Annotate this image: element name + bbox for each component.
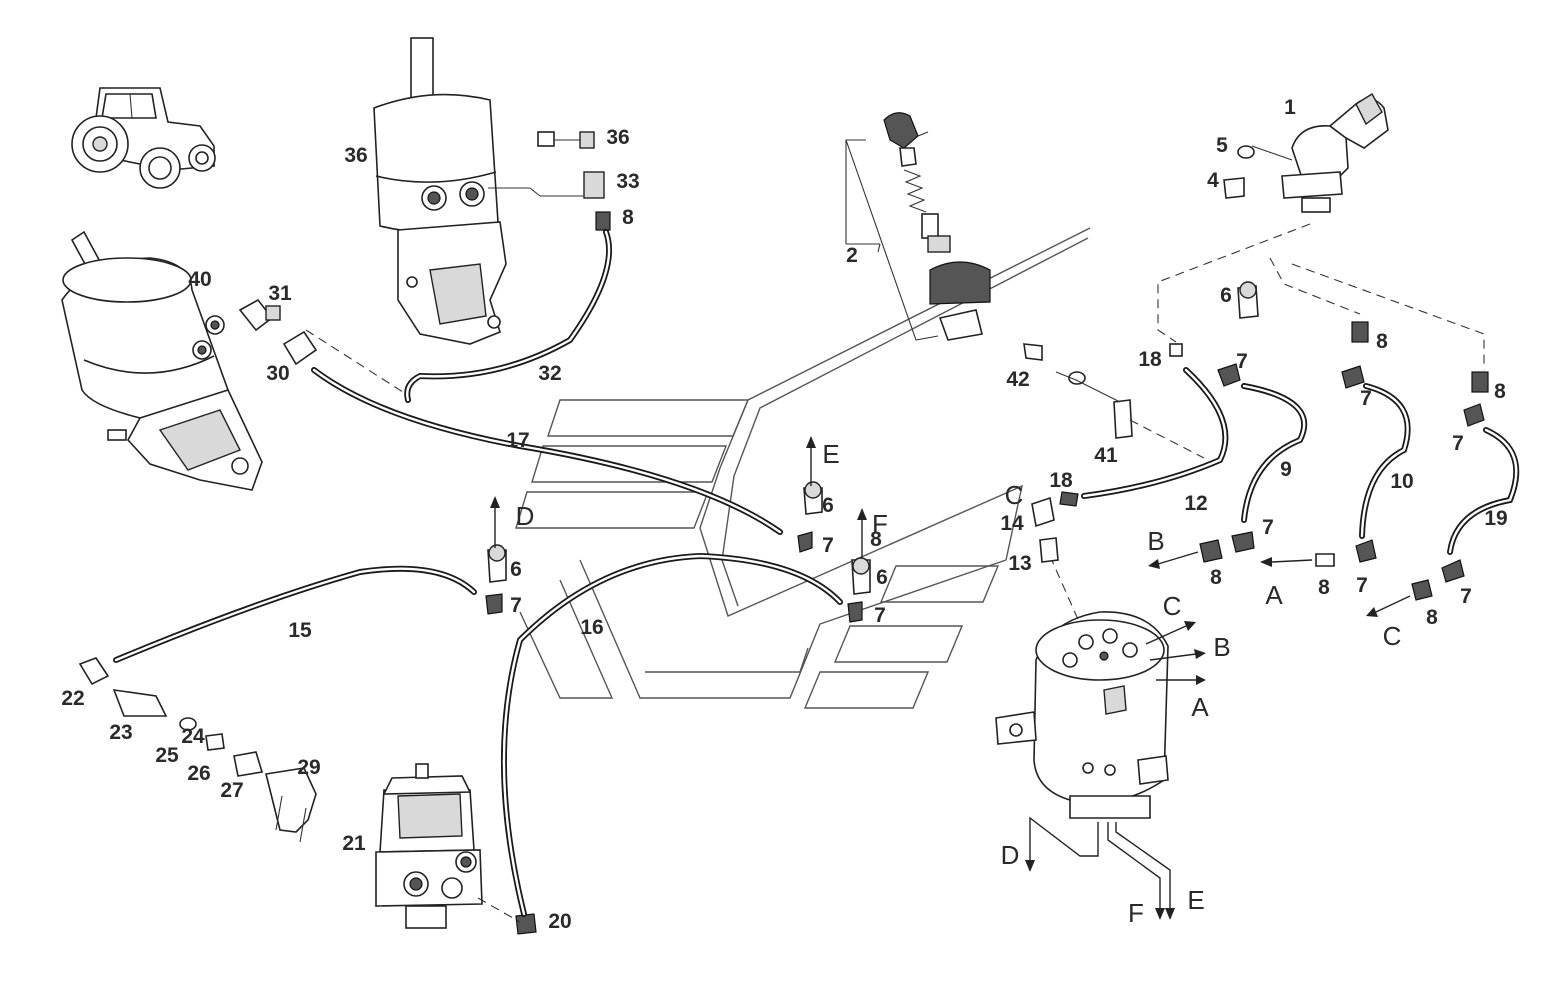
part-number-label: 7 — [1452, 432, 1464, 455]
part-number-label: 14 — [1000, 512, 1024, 535]
part-number-label: 19 — [1484, 507, 1507, 530]
part-number-label: 33 — [616, 170, 639, 193]
part-number-label: 8 — [1318, 576, 1330, 599]
flow-direction-label: C — [1005, 480, 1024, 510]
part-number-label: 2 — [846, 244, 858, 267]
leader-lines — [877, 223, 1485, 403]
flow-direction-label: E — [822, 439, 839, 469]
part-number-label: 7 — [1356, 574, 1368, 597]
hand-brake-valve — [1251, 93, 1389, 213]
part-number-label: 7 — [1360, 387, 1372, 410]
relay-valve — [375, 763, 483, 929]
flow-direction-label: A — [1265, 580, 1283, 610]
part-number-label: 7 — [510, 594, 522, 617]
part-number-label: 6 — [876, 566, 888, 589]
part-number-label: 26 — [187, 762, 210, 785]
part-number-label: 8 — [1376, 330, 1388, 353]
flow-direction-label: D — [1001, 840, 1020, 870]
part-number-label: 27 — [220, 779, 243, 802]
flow-direction-label: B — [1213, 632, 1230, 662]
part-number-label: 4 — [1207, 169, 1219, 192]
part-number-label: 1 — [1284, 96, 1296, 119]
part-number-label: 5 — [1216, 134, 1228, 157]
flow-direction-label: C — [1163, 591, 1182, 621]
flow-direction-label: D — [516, 501, 535, 531]
part-number-label: 42 — [1006, 368, 1029, 391]
part-number-label: 8 — [870, 528, 882, 551]
part-number-label: 7 — [822, 534, 834, 557]
part-number-label: 6 — [822, 494, 834, 517]
part-number-label: 32 — [538, 362, 561, 385]
part-number-label: 8 — [1426, 606, 1438, 629]
part-number-label: 40 — [188, 268, 211, 291]
fittings — [78, 131, 1489, 935]
part-number-label: 7 — [1236, 350, 1248, 373]
part-number-label: 21 — [342, 832, 366, 855]
part-number-label: 20 — [548, 910, 571, 933]
flow-direction-label: C — [1383, 621, 1402, 651]
flow-direction-label: F — [1128, 898, 1144, 928]
flow-direction-label: A — [1191, 692, 1209, 722]
part-number-label: 6 — [1220, 284, 1232, 307]
flow-direction-label: E — [1187, 885, 1204, 915]
part-number-label: 24 — [181, 725, 205, 748]
part-number-label: 41 — [1094, 444, 1118, 467]
part-number-label: 8 — [1494, 380, 1506, 403]
part-number-label: 23 — [109, 721, 132, 744]
part-number-label: 8 — [1210, 566, 1222, 589]
flow-arrows — [490, 436, 1411, 920]
part-number-label: 36 — [344, 144, 367, 167]
brake-chamber-left — [61, 230, 263, 491]
part-number-label: 30 — [266, 362, 289, 385]
part-number-label: 29 — [297, 756, 320, 779]
part-number-label: 10 — [1390, 470, 1413, 493]
part-number-label: 8 — [622, 206, 634, 229]
part-number-label: 16 — [580, 616, 603, 639]
part-number-label: 9 — [1280, 458, 1292, 481]
hoses — [113, 229, 1520, 917]
part-number-label: 18 — [1049, 469, 1073, 492]
part-number-label: 25 — [155, 744, 179, 767]
part-number-label: 31 — [268, 282, 292, 305]
part-number-label: 17 — [506, 429, 529, 452]
part-number-label: 18 — [1138, 348, 1162, 371]
tractor-icon — [71, 87, 216, 189]
parking-brake-lever — [845, 112, 991, 341]
watermark-logo — [515, 227, 1091, 709]
part-number-label: 7 — [874, 604, 886, 627]
part-number-label: 15 — [288, 619, 312, 642]
part-number-label: 22 — [61, 687, 84, 710]
flow-direction-label: B — [1147, 526, 1164, 556]
part-number-label: 7 — [1460, 585, 1472, 608]
flow-direction-label: F — [872, 509, 888, 539]
distribution-valve — [995, 555, 1169, 819]
brake-chamber-upper — [373, 37, 507, 345]
part-number-label: 6 — [510, 558, 522, 581]
part-number-label: 36 — [606, 126, 629, 149]
part-number-label: 13 — [1008, 552, 1031, 575]
part-number-label: 12 — [1184, 492, 1207, 515]
part-number-label: 7 — [1262, 516, 1274, 539]
